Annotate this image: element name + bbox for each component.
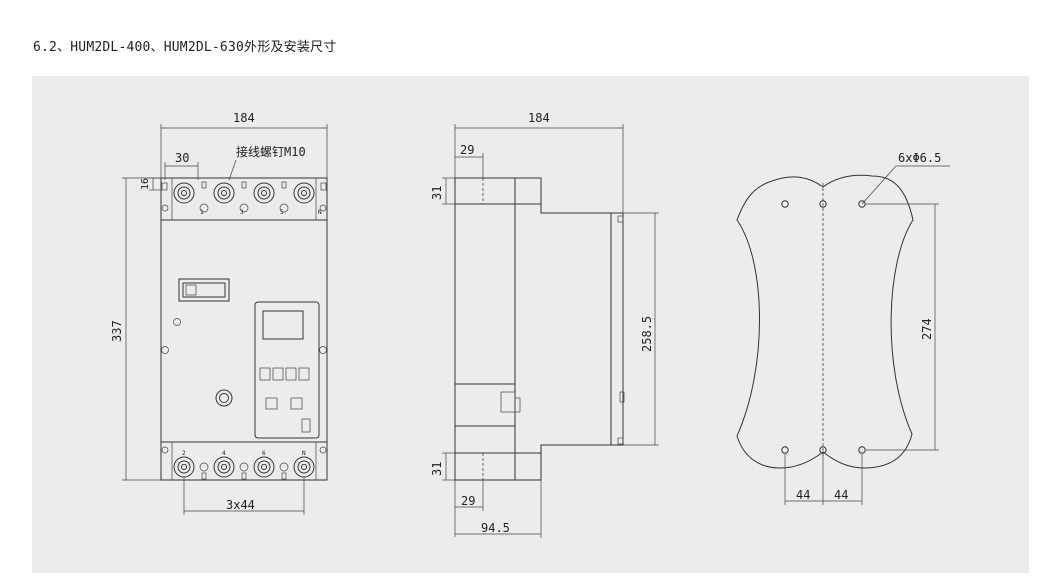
controller-key-1 (259, 367, 271, 381)
front-body-outline (160, 177, 328, 481)
controller-key-3 (285, 367, 297, 381)
side-bottom-height-label: 31 (430, 462, 444, 476)
side-body-outline (454, 177, 612, 481)
test-button (215, 389, 233, 407)
mounting-template-outline (736, 174, 914, 469)
controller-key-4 (298, 367, 310, 381)
front-bottom-spacing-label: 3x44 (226, 498, 255, 512)
terminal-number-bottom-1: 2 (182, 450, 186, 457)
mount-hole-2 (819, 200, 827, 208)
controller-key-5 (265, 397, 278, 410)
front-view: 1 3 5 N 2 4 6 N (110, 111, 328, 515)
drawing-panel (32, 76, 1029, 573)
side-top-depth-label: 29 (460, 143, 474, 157)
mounting-horizontal-label-left: 44 (796, 488, 810, 502)
hole-spec-label: 6xΦ6.5 (898, 151, 941, 165)
front-height-label: 337 (110, 320, 124, 342)
hole-leader (861, 165, 897, 205)
side-width-label: 184 (528, 111, 550, 125)
front-screw-label: 接线螺钉M10 (236, 144, 306, 159)
side-bottom-depth-label: 29 (461, 494, 475, 508)
terminal-number-top-4: N (318, 209, 322, 216)
mounting-view: 6xΦ6.5 274 44 44 (736, 151, 950, 505)
terminal-number-top-2: 3 (240, 209, 244, 216)
mount-screw-right (319, 346, 327, 354)
rating-window (178, 278, 230, 302)
terminal-number-top-3: 5 (280, 209, 284, 216)
front-screw-leader (228, 159, 237, 181)
controller-display (262, 310, 304, 340)
front-top-offset-label: 16 (140, 178, 151, 190)
terminal-number-bottom-4: N (302, 450, 306, 457)
terminal-number-top-1: 1 (200, 209, 204, 216)
indicator-led (173, 318, 181, 326)
mount-hole-6 (858, 446, 866, 454)
side-base-width-label: 94.5 (481, 521, 510, 535)
side-rail (610, 212, 624, 446)
side-lower-block (454, 383, 516, 427)
front-width-label: 184 (233, 111, 255, 125)
controller-key-6 (290, 397, 303, 410)
terminal-number-bottom-3: 6 (262, 450, 266, 457)
terminal-number-bottom-2: 4 (222, 450, 226, 457)
side-top-height-label: 31 (430, 186, 444, 200)
page-title: 6.2、HUM2DL-400、HUM2DL-630外形及安装尺寸 (33, 40, 337, 55)
side-rail-height-label: 258.5 (640, 316, 654, 352)
bottom-terminals (161, 442, 327, 480)
mount-hole-5 (819, 446, 827, 454)
mount-screw-left (161, 346, 169, 354)
side-view: 184 29 31 258.5 31 29 94.5 (430, 111, 659, 538)
mount-hole-1 (781, 200, 789, 208)
mount-hole-3 (858, 200, 866, 208)
controller-panel (254, 301, 320, 439)
top-terminals (161, 178, 327, 220)
controller-slot (301, 418, 311, 433)
front-pitch-label: 30 (175, 151, 189, 165)
mount-hole-4 (781, 446, 789, 454)
mounting-horizontal-label-right: 44 (834, 488, 848, 502)
controller-key-2 (272, 367, 284, 381)
mounting-vertical-label: 274 (920, 318, 934, 340)
